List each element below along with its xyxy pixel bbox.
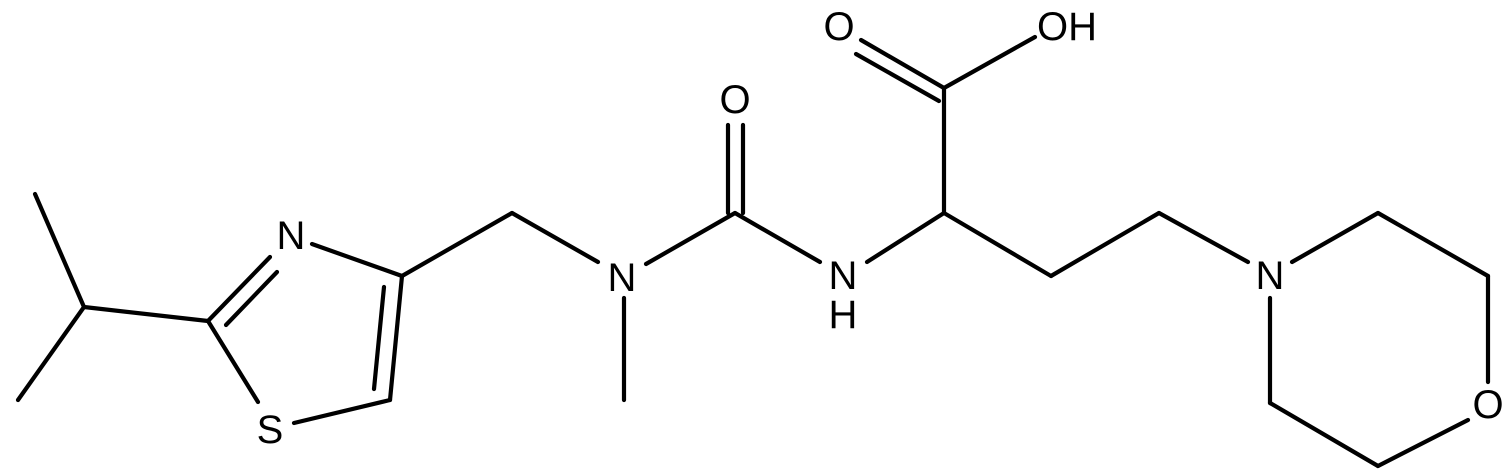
bond-ch2-to-morpholine-n bbox=[1156, 210, 1251, 265]
atom-label-morpholine-n: N bbox=[1256, 254, 1285, 298]
bond-thiazole-c4-c5 bbox=[387, 273, 405, 403]
atom-label-urea-n: N bbox=[608, 256, 637, 300]
atom-label-amide-n: N bbox=[829, 254, 858, 298]
bond-n-to-carbonyl bbox=[643, 210, 738, 267]
bond-thiazole-c2-n3 bbox=[205, 254, 273, 324]
atom-label-urea-o: O bbox=[719, 78, 750, 122]
bond-ch2-ch2 bbox=[1048, 210, 1162, 279]
bond-isopropyl-methyl-upper bbox=[32, 191, 87, 310]
atom-label-hydroxyl: OH bbox=[1037, 5, 1097, 49]
atom-label-amide-h: H bbox=[829, 293, 858, 337]
bond-morpholine-c-c-lower bbox=[1267, 400, 1381, 469]
bond-isopropyl-to-thiazole bbox=[81, 304, 211, 324]
atom-label-morpholine-o: O bbox=[1472, 383, 1503, 427]
atom-label-acid-o: O bbox=[823, 5, 854, 49]
bond-carbonyl-to-nh bbox=[732, 210, 823, 265]
bond-thiazole-c2-n3-double bbox=[223, 269, 280, 328]
bond-alpha-to-ch2 bbox=[941, 210, 1054, 279]
bond-thiazole-c5-s1 bbox=[291, 397, 393, 426]
atom-label-thiazole-n: N bbox=[277, 214, 306, 258]
bond-acid-carbonyl bbox=[858, 37, 947, 91]
bond-thiazole-to-methylene bbox=[399, 210, 515, 279]
bond-isopropyl-methyl-lower bbox=[15, 304, 87, 403]
bond-morpholine-n-c-upper bbox=[1289, 210, 1381, 265]
bond-acid-carbonyl-double bbox=[853, 51, 942, 104]
bond-morpholine-o-c-lower bbox=[1375, 417, 1471, 469]
bond-morpholine-c-c-upper bbox=[1375, 210, 1491, 279]
bond-thiazole-n3-c4 bbox=[309, 241, 405, 279]
atom-label-thiazole-s: S bbox=[257, 408, 284, 452]
bond-methylene-to-n bbox=[509, 210, 601, 265]
bond-thiazole-s1-c2 bbox=[205, 318, 261, 405]
bond-acid-hydroxyl bbox=[941, 34, 1038, 91]
bond-nh-to-alpha bbox=[864, 210, 947, 265]
bond-thiazole-c4-c5-double bbox=[371, 284, 387, 392]
